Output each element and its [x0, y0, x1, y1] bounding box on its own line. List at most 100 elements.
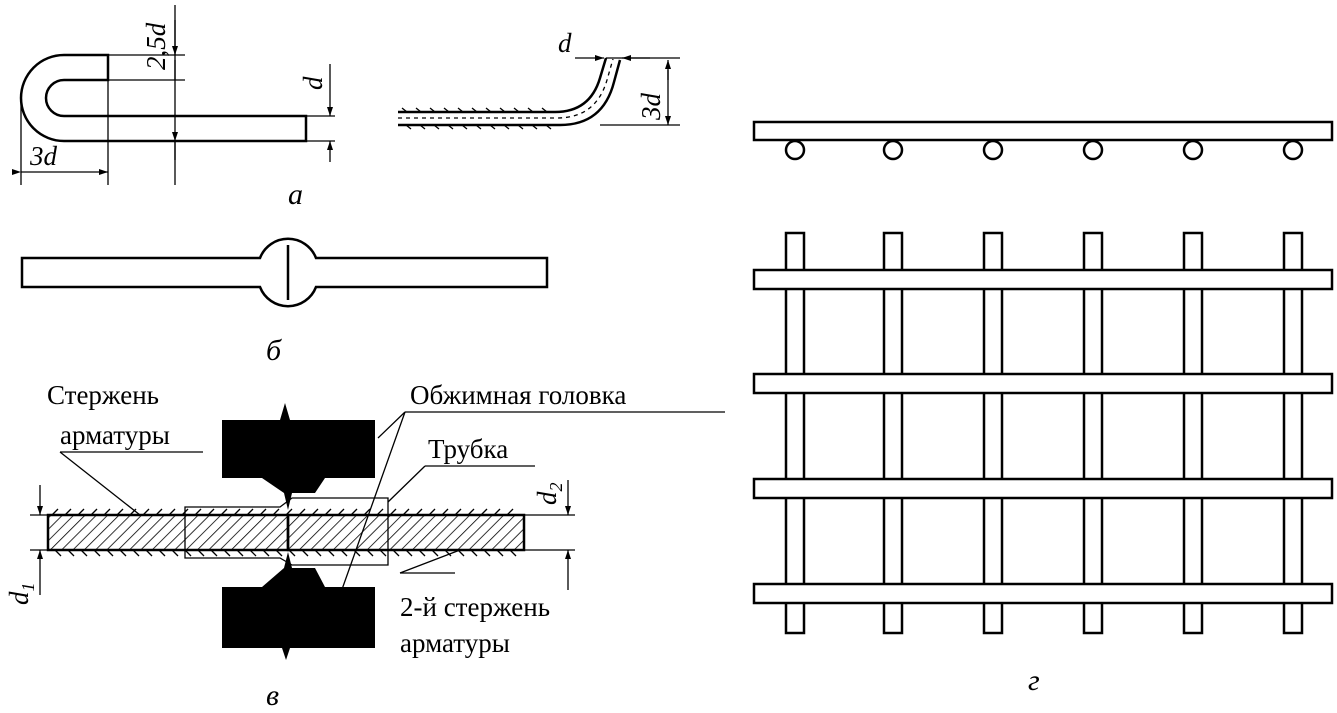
welded-mesh-plan — [752, 231, 1334, 635]
rib — [259, 508, 267, 516]
rib — [142, 508, 150, 516]
rib — [311, 508, 319, 516]
rib — [350, 508, 358, 516]
rib — [461, 124, 468, 130]
mesh-transverse-bar — [752, 582, 1334, 605]
rib — [246, 508, 254, 516]
rib — [447, 124, 454, 130]
mesh-bar-cross-section — [784, 139, 806, 161]
rib — [93, 549, 101, 557]
rib — [431, 549, 439, 557]
rib — [158, 549, 166, 557]
rib — [470, 549, 478, 557]
panel-label-a: а — [288, 178, 303, 211]
panel-label-v: в — [266, 679, 279, 712]
rib — [433, 124, 440, 130]
second-rebar — [286, 513, 526, 552]
leader-lines-panel-v — [59, 411, 725, 596]
rib — [340, 549, 348, 557]
dim-label-2-5d: 2,5d — [141, 22, 171, 70]
rib — [480, 508, 488, 516]
mesh-longitudinal-bar — [882, 231, 904, 635]
rib — [194, 508, 202, 516]
rib — [415, 107, 422, 113]
rib — [298, 508, 306, 516]
rib — [493, 508, 501, 516]
rib — [496, 549, 504, 557]
rib — [54, 549, 62, 557]
mesh-transverse-bar — [752, 268, 1334, 291]
mesh-bar-cross-section — [1182, 139, 1204, 161]
rib — [272, 508, 280, 516]
first-rebar — [46, 513, 290, 552]
mesh-transverse-bar — [752, 477, 1334, 500]
panel-label-g: г — [1028, 664, 1040, 697]
rib — [197, 549, 205, 557]
rib — [467, 508, 475, 516]
label-rod-line1: Стержень — [47, 380, 159, 410]
mesh-transverse-bar — [752, 372, 1334, 395]
rib — [509, 549, 517, 557]
rib — [405, 549, 413, 557]
rib — [457, 107, 464, 113]
rib — [324, 508, 332, 516]
mesh-bar-cross-section — [882, 139, 904, 161]
rib — [545, 124, 552, 130]
label-rod2-line1: 2-й стержень — [400, 592, 550, 622]
label-crimp-head: Обжимная головка — [410, 380, 626, 410]
rib — [366, 549, 374, 557]
rib — [454, 508, 462, 516]
rib — [489, 124, 496, 130]
rib — [236, 549, 244, 557]
mesh-section-view — [752, 120, 1334, 161]
rib — [327, 549, 335, 557]
rib — [499, 107, 506, 113]
rib — [441, 508, 449, 516]
rib — [428, 508, 436, 516]
rib — [405, 124, 412, 130]
panel-label-b: б — [266, 334, 282, 367]
rib — [168, 508, 176, 516]
mesh-bar-cross-section — [1282, 139, 1304, 161]
rib — [475, 124, 482, 130]
rib — [419, 124, 426, 130]
rib — [129, 508, 137, 516]
rib — [220, 508, 228, 516]
rib — [443, 107, 450, 113]
rib — [51, 508, 59, 516]
rib — [223, 549, 231, 557]
rib — [301, 549, 309, 557]
rib — [233, 508, 241, 516]
rib — [67, 549, 75, 557]
rib — [314, 549, 322, 557]
rib — [132, 549, 140, 557]
rib — [337, 508, 345, 516]
mesh-longitudinal-bar — [1282, 231, 1304, 635]
rib — [77, 508, 85, 516]
rib — [288, 549, 296, 557]
rib — [527, 107, 534, 113]
rib — [90, 508, 98, 516]
rib — [392, 549, 400, 557]
rib — [64, 508, 72, 516]
rib — [376, 508, 384, 516]
rib — [363, 508, 371, 516]
rib — [285, 508, 293, 516]
rib — [249, 549, 257, 557]
label-rod2-line2: арматуры — [400, 628, 510, 658]
lower-crimp-die — [222, 552, 375, 660]
rib — [275, 549, 283, 557]
dim-label-3d-bar: 3d — [636, 93, 666, 122]
rib — [531, 124, 538, 130]
rib — [513, 107, 520, 113]
label-tube: Трубка — [428, 434, 508, 464]
rib — [506, 508, 514, 516]
rib — [103, 508, 111, 516]
rib — [119, 549, 127, 557]
coupling-tube — [184, 497, 389, 566]
rib — [471, 107, 478, 113]
rib — [207, 508, 215, 516]
rib — [418, 549, 426, 557]
dim-label-d-a: d — [298, 76, 328, 90]
